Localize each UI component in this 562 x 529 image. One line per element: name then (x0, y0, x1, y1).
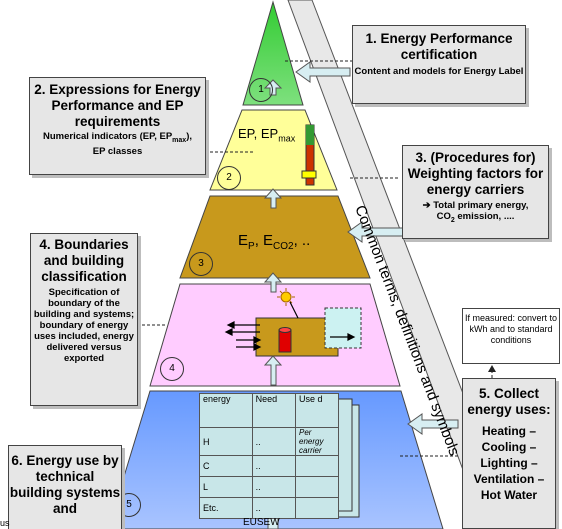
measured-note: If measured: convert to kWh and to stand… (462, 308, 560, 364)
table-cell (295, 455, 339, 477)
table-cell: .. (251, 455, 297, 477)
bottom-center-text: EUSEW (243, 517, 280, 528)
table-header-cell: Need (251, 393, 297, 428)
box-1-title: 1. Energy Performance certification (365, 31, 513, 62)
box-5-title: 5. Collect energy uses: (467, 386, 551, 417)
table-cell: .. (251, 427, 297, 456)
box-5-item-cooling: Cooling – (481, 440, 537, 454)
building-boundary-box (255, 317, 339, 357)
level-3-label: EP, ECO2, .. (238, 232, 311, 252)
table-row: H .. Per energy carrier (199, 427, 339, 456)
table-header-row: energy Need Use d (199, 393, 339, 428)
box-4-title: 4. Boundaries and building classificatio… (39, 237, 129, 284)
level-3-number: 3 (189, 252, 213, 276)
level-2-tier (209, 109, 338, 191)
table-cell: .. (251, 497, 297, 519)
table-cell: L (199, 476, 253, 498)
level-2-number: 2 (217, 166, 241, 190)
common-terms-banner (287, 0, 516, 529)
box-5-item-ventilation: Ventilation – (473, 472, 545, 486)
box-1-subtitle: Content and models for Energy Label (354, 66, 524, 77)
level-2-label: EP, EPmax (238, 126, 296, 144)
energy-flow-arrows (224, 301, 356, 351)
table-header-cell: Use d (295, 393, 339, 428)
box-4-boundaries: 4. Boundaries and building classificatio… (30, 233, 138, 406)
box-2-ep-expressions: 2. Expressions for Energy Performance an… (29, 77, 206, 175)
box-3-subtitle: ➔ Total primary energy, CO2 emission, ..… (422, 200, 529, 224)
table-row: C .. (199, 455, 339, 477)
table-cell: .. (251, 476, 297, 498)
bottom-left-text: us (0, 518, 10, 528)
table-row: Etc. .. (199, 497, 339, 519)
table-cell: H (199, 427, 253, 456)
table-cell (295, 497, 339, 519)
box-2-title: 2. Expressions for Energy Performance an… (34, 82, 201, 129)
box-5-collect-energy-uses: 5. Collect energy uses: Heating – Coolin… (462, 378, 556, 529)
level-1-number: 1 (249, 78, 273, 102)
energy-table: energy Need Use d H .. Per energy carrie… (199, 393, 339, 519)
table-cell (295, 476, 339, 498)
table-header-cell: energy (199, 393, 253, 428)
box-2-subtitle: Numerical indicators (EP, EPmax), EP cla… (42, 131, 192, 157)
box-6-title: 6. Energy use by technical building syst… (9, 453, 121, 516)
sun-icon (280, 291, 292, 303)
table-row: L .. (199, 476, 339, 498)
box-3-weighting-factors: 3. (Procedures for) Weighting factors fo… (402, 145, 549, 239)
box-arrows (295, 61, 459, 435)
level-4-number: 4 (160, 357, 184, 381)
table-cell: Etc. (199, 497, 253, 519)
table-cell: C (199, 455, 253, 477)
level-3-tier (179, 195, 371, 279)
table-cell: Per energy carrier (295, 427, 339, 456)
box-5-item-lighting: Lighting – (480, 456, 538, 470)
box-3-title: 3. (Procedures for) Weighting factors fo… (407, 150, 544, 197)
box-1-energy-performance-certification: 1. Energy Performance certification Cont… (352, 25, 526, 104)
box-5-item-hot-water: Hot Water (480, 488, 538, 502)
box-5-item-heating: Heating – (481, 424, 536, 438)
box-6-energy-use: 6. Energy use by technical building syst… (8, 445, 122, 529)
box-4-body: Specification of boundary of the buildin… (33, 287, 135, 364)
